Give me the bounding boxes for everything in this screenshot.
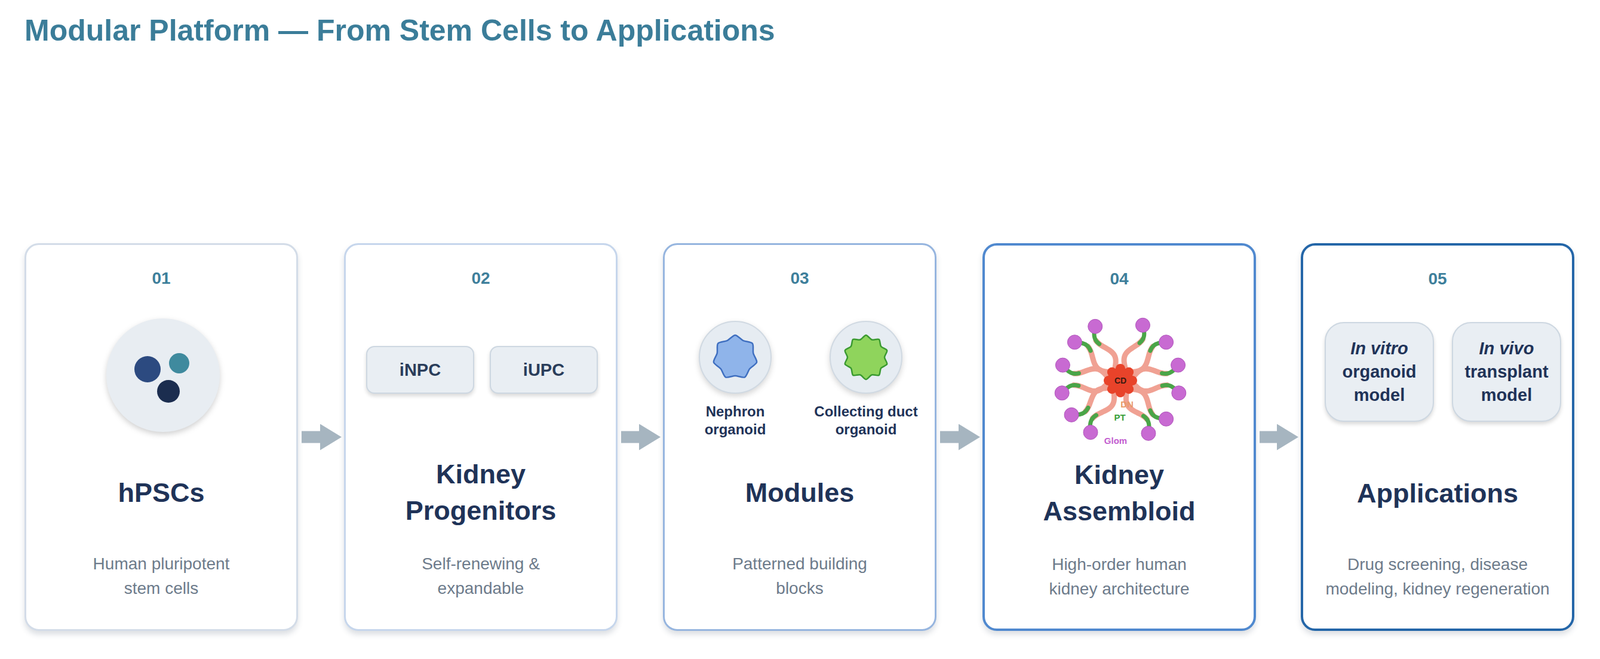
application-pill: In vitroorganoid model	[1324, 321, 1434, 422]
part-label: DN	[1120, 398, 1134, 410]
diagram-title: Modular Platform — From Stem Cells to Ap…	[24, 13, 776, 48]
illustration	[794, 320, 938, 398]
part-label: Glom	[1104, 435, 1127, 446]
glomerulus	[1054, 385, 1070, 401]
step-heading: hPSCs	[44, 450, 278, 535]
stem-cell	[169, 352, 190, 374]
glomerulus	[1067, 335, 1082, 350]
step-heading: Kidney Progenitors	[364, 450, 598, 535]
organoid-label: Collecting duct organoid	[794, 402, 938, 439]
progenitor-pill: iNPC	[366, 345, 475, 394]
pill-label-italic: In vitro	[1350, 336, 1409, 361]
organoid-blob	[713, 335, 757, 378]
flow-arrow	[301, 431, 321, 444]
application-pill: In vivotransplant model	[1451, 321, 1562, 422]
pill-label: transplant model	[1456, 360, 1558, 407]
glomerulus	[1171, 357, 1186, 373]
glomerulus	[1083, 425, 1098, 440]
stem-cell	[134, 355, 161, 383]
organoid-well	[699, 321, 772, 393]
pill-label-italic: In vivo	[1479, 336, 1535, 361]
part-label: PT	[1113, 412, 1126, 423]
flow-arrow	[1259, 431, 1277, 444]
glomerulus	[1135, 317, 1150, 333]
step-heading: Modules	[683, 450, 917, 535]
step-number: 04	[984, 266, 1254, 291]
step-description: Self-renewing & expandable	[397, 546, 565, 607]
stage-card: 05ApplicationsDrug screening, disease mo…	[1300, 243, 1575, 631]
stage-card: 01 hPSCsHuman pluripotent stem cells	[24, 243, 299, 631]
step-description: High-order human kidney architecture	[1029, 547, 1209, 607]
progenitor-pill: iUPC	[489, 345, 598, 394]
illustration	[675, 320, 795, 398]
glomerulus	[1159, 335, 1174, 350]
pill-label: iUPC	[490, 346, 597, 393]
stem-cell	[157, 379, 180, 403]
step-heading: Kidney Assembloid	[1002, 451, 1236, 536]
flow-arrow	[940, 431, 959, 444]
glomerulus	[1159, 411, 1174, 426]
flow-arrow	[621, 431, 640, 444]
pill-label: organoid model	[1328, 360, 1431, 407]
collecting-duct	[1107, 367, 1134, 394]
organoid-label: Nephron organoid	[675, 402, 795, 439]
stage-card: 02Kidney ProgenitorsSelf-renewing & expa…	[344, 243, 618, 631]
step-description: Drug screening, disease modeling, kidney…	[1309, 547, 1566, 607]
organoid-module: Nephron organoid	[675, 320, 795, 440]
glomerulus	[1171, 385, 1187, 401]
glomerulus	[1141, 425, 1156, 441]
glomerulus	[1055, 357, 1070, 373]
pill-label: iNPC	[367, 346, 474, 393]
step-description: Patterned building blocks	[710, 546, 890, 607]
organoid-blob	[845, 335, 888, 380]
step-number: 01	[26, 266, 297, 291]
glomerulus	[1064, 407, 1079, 422]
organoid-well	[830, 321, 902, 393]
glomerulus	[1088, 318, 1103, 334]
step-number: 02	[345, 266, 616, 291]
stage-card: 03ModulesPatterned building blocks Nephro…	[662, 243, 937, 631]
cell-dish	[106, 318, 220, 432]
step-number: 03	[664, 266, 935, 291]
step-number: 05	[1303, 266, 1572, 291]
step-description: Human pluripotent stem cells	[77, 546, 245, 607]
step-heading: Applications	[1321, 451, 1555, 536]
organoid-module: Collecting duct organoid	[794, 320, 938, 440]
part-label: CD	[1114, 375, 1127, 386]
stage-card: 04Kidney AssembloidHigh-order human kidn…	[982, 243, 1256, 631]
